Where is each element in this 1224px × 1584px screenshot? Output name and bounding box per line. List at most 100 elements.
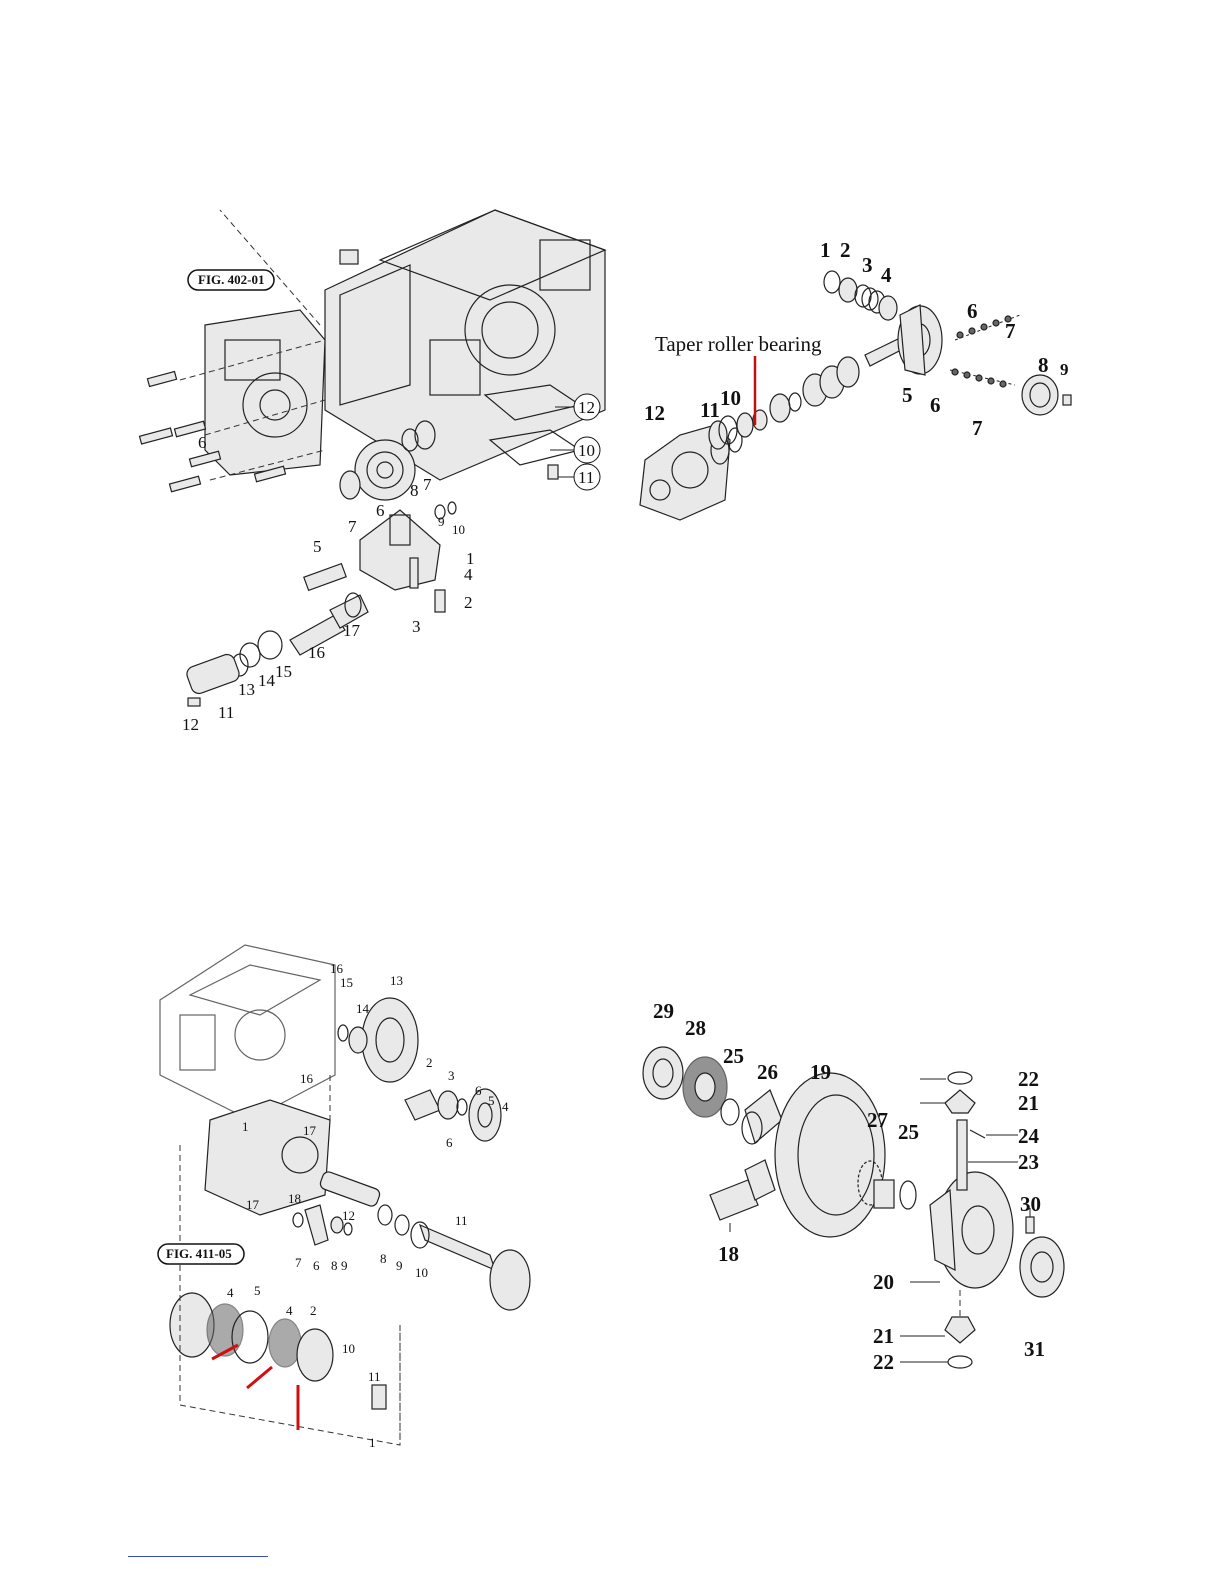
label-6a: 6 [198,433,207,452]
svg-text:FIG. 402-01: FIG. 402-01 [198,272,264,287]
tr-label-2: 2 [840,238,851,262]
label-9: 9 [438,514,445,529]
br-label-29: 29 [653,999,674,1023]
bl-label-13: 13 [390,973,403,988]
crown-wheel-19 [775,1073,885,1237]
bl-label-6c: 6 [313,1258,320,1273]
br-label-25a: 25 [723,1044,744,1068]
bl-label-4b: 4 [227,1285,234,1300]
circled-label-11: 11 [558,464,600,490]
transmission-housing-faint [160,945,335,1120]
br-label-26: 26 [757,1060,778,1084]
br-label-20: 20 [873,1270,894,1294]
br-label-18: 18 [718,1242,739,1266]
bracket-1 [360,510,440,590]
svg-text:11: 11 [578,468,594,487]
bl-label-10a: 10 [415,1265,428,1280]
footer-rule [128,1556,268,1557]
bl-label-3: 3 [448,1068,455,1083]
br-label-23: 23 [1018,1150,1039,1174]
label-11: 11 [218,703,234,722]
svg-text:12: 12 [578,398,595,417]
br-label-19: 19 [810,1060,831,1084]
bl-label-1b: 1 [369,1435,376,1450]
bl-label-8a: 8 [331,1258,338,1273]
label-10: 10 [452,522,465,537]
br-label-22b: 22 [873,1350,894,1374]
br-label-27: 27 [867,1108,888,1132]
diagram-bottom-left: FIG. 411-05 16 15 14 13 16 2 3 6 5 4 6 1… [150,925,550,1455]
label-15: 15 [275,662,292,681]
label-3: 3 [412,617,421,636]
br-label-22a: 22 [1018,1067,1039,1091]
bl-label-6a: 6 [475,1083,482,1098]
svg-text:10: 10 [578,441,595,460]
label-13: 13 [238,680,255,699]
tr-label-12: 12 [644,401,665,425]
bl-label-2b: 2 [310,1303,317,1318]
svg-text:FIG. 411-05: FIG. 411-05 [166,1246,232,1261]
gear-case-left [205,310,325,475]
bl-label-17a: 17 [303,1123,317,1138]
label-7a: 7 [348,517,357,536]
label-8: 8 [410,481,419,500]
gear-13 [362,998,418,1082]
bl-label-14: 14 [356,1001,370,1016]
figure-tag-411-05: FIG. 411-05 [158,1244,244,1264]
bl-label-4a: 4 [502,1099,509,1114]
final-drive-case-1 [205,1100,330,1215]
bl-label-9a: 9 [341,1258,348,1273]
tr-label-3: 3 [862,253,873,277]
bl-label-5: 5 [488,1093,495,1108]
bl-label-18: 18 [288,1191,301,1206]
br-label-21a: 21 [1018,1091,1039,1115]
br-label-25b: 25 [898,1120,919,1144]
figure-tag-402-01: FIG. 402-01 [188,270,274,290]
bl-label-16b: 16 [300,1071,314,1086]
label-12: 12 [182,715,199,734]
label-5: 5 [313,537,322,556]
br-label-31: 31 [1024,1337,1045,1361]
bearing-29 [643,1047,683,1099]
bl-label-11b: 11 [368,1369,381,1384]
label-4: 4 [464,565,473,584]
bl-label-16a: 16 [330,961,344,976]
bottom-right-svg: 29 28 25 26 19 27 25 22 21 24 23 30 20 1… [630,995,1070,1375]
tr-label-4: 4 [881,263,892,287]
tr-label-11: 11 [700,398,720,422]
tr-label-9: 9 [1060,360,1069,379]
bearing-8 [1022,375,1058,415]
diff-housing-5 [898,305,942,375]
bl-label-15: 15 [340,975,353,990]
top-right-svg: Taper roller bearing 1 2 3 4 5 6 7 6 7 8… [620,230,1090,530]
bl-label-2a: 2 [426,1055,433,1070]
tr-label-5: 5 [902,383,913,407]
bl-label-12: 12 [342,1208,355,1223]
transmission-housing [325,210,605,480]
circled-label-10: 10 [550,437,600,463]
diagram-top-right: Taper roller bearing 1 2 3 4 5 6 7 6 7 8… [620,230,1090,530]
label-7b: 7 [423,475,432,494]
bl-label-1a: 1 [242,1119,249,1134]
tr-label-1: 1 [820,238,831,262]
bl-label-11a: 11 [455,1213,468,1228]
bl-label-7: 7 [295,1255,302,1270]
bl-label-9b: 9 [396,1258,403,1273]
bl-label-17b: 17 [246,1197,260,1212]
springs-bottom [952,369,1006,387]
br-label-21b: 21 [873,1324,894,1348]
bl-label-4c: 4 [286,1303,293,1318]
tr-label-7a: 7 [1005,319,1016,343]
bearing-31 [1020,1237,1064,1297]
bl-label-6b: 6 [446,1135,453,1150]
label-6b: 6 [376,501,385,520]
annotation-taper-roller-bearing: Taper roller bearing [655,332,822,356]
label-14: 14 [258,671,276,690]
br-label-30: 30 [1020,1192,1041,1216]
top-left-svg: FIG. 402-01 12 10 11 6 7 6 8 7 9 10 5 1 … [110,150,620,740]
label-16: 16 [308,643,325,662]
diagram-bottom-right: 29 28 25 26 19 27 25 22 21 24 23 30 20 1… [630,995,1070,1375]
tr-label-10: 10 [720,386,741,410]
hub-28 [683,1057,727,1117]
br-label-24: 24 [1018,1124,1040,1148]
